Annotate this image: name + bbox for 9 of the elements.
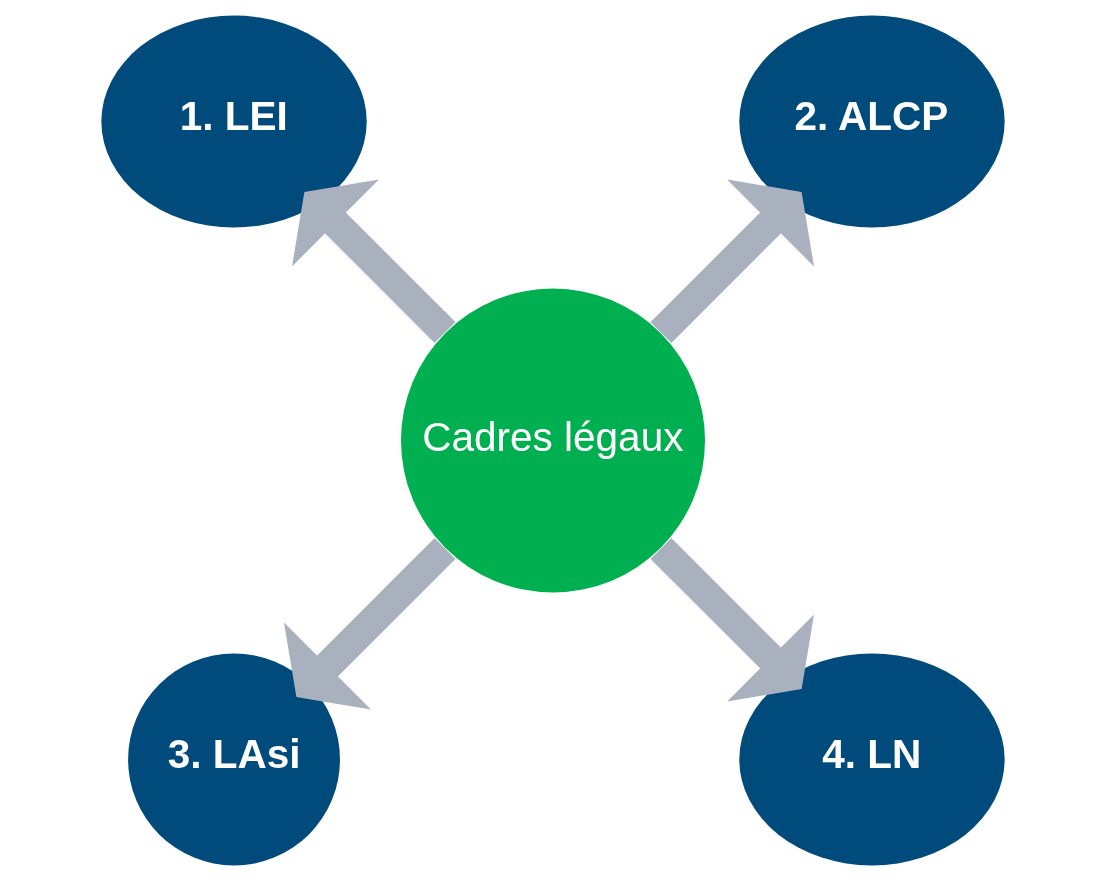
arrow [650, 538, 814, 702]
arrow [650, 179, 814, 343]
node-circle: Cadres légaux [400, 288, 705, 593]
node-ellipse: 4. LN [738, 653, 1005, 866]
node-ellipse: 2. ALCP [738, 15, 1005, 228]
node-circle: 3. LAsi [127, 653, 340, 866]
arrow [283, 538, 455, 710]
node-ellipse: 1. LEI [100, 15, 367, 228]
arrow [291, 179, 455, 343]
